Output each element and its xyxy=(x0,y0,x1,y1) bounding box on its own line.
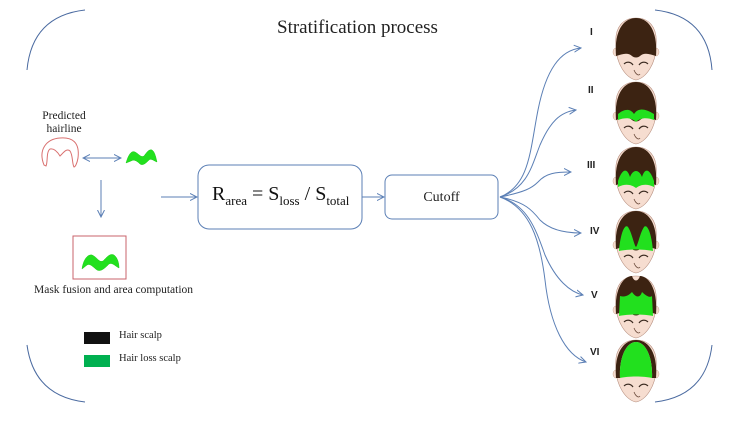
stage-label-3: III xyxy=(587,160,596,171)
nose-icon xyxy=(633,262,641,269)
nose-icon xyxy=(633,198,641,205)
eyebrow-left-icon xyxy=(623,383,634,388)
hair-loss-area xyxy=(618,170,654,188)
hair-icon xyxy=(615,18,657,58)
frame-corner-top-left xyxy=(26,9,86,71)
legend-label-hair-scalp: Hair scalp xyxy=(119,330,162,341)
cutoff-label: Cutoff xyxy=(423,189,460,205)
eyebrow-left-icon xyxy=(623,190,634,195)
stage-head-4 xyxy=(612,210,660,274)
hair-loss-area xyxy=(619,226,653,251)
branch-arrow-stage-4 xyxy=(499,196,581,233)
eyebrow-right-icon xyxy=(638,61,649,66)
green-mask-icon xyxy=(125,149,158,165)
stage-label-2: II xyxy=(588,85,594,96)
stage-heads xyxy=(612,17,660,403)
stage-head-6 xyxy=(612,339,660,403)
formula-den: S xyxy=(315,183,327,205)
hair-loss-area xyxy=(618,109,654,122)
nose-icon xyxy=(633,133,641,140)
branch-arrow-stage-5 xyxy=(499,196,583,295)
mask-fusion-caption: Mask fusion and area computation xyxy=(34,284,194,296)
hairline-outline-icon xyxy=(41,137,79,168)
stage-head-3 xyxy=(612,146,660,210)
eyebrow-left-icon xyxy=(623,125,634,130)
nose-icon xyxy=(633,327,641,334)
cutoff-box xyxy=(384,174,499,220)
formula-eq: = xyxy=(246,183,269,205)
nose-icon xyxy=(633,69,641,76)
branch-arrow-stage-3 xyxy=(499,172,571,198)
formula-sep: / xyxy=(299,183,316,205)
formula-den-sub: total xyxy=(326,193,350,208)
stage-label-5: V xyxy=(591,290,598,301)
eyebrow-left-icon xyxy=(623,319,634,324)
formula-lhs-sub: area xyxy=(225,193,247,208)
stage-label-4: IV xyxy=(590,226,600,237)
frame-border xyxy=(26,9,713,403)
fused-mask-icon xyxy=(81,254,120,271)
eyebrow-right-icon xyxy=(638,125,649,130)
stage-label-1: I xyxy=(590,27,593,38)
legend-swatch-hair-scalp xyxy=(84,332,110,344)
branch-arrow-stage-1 xyxy=(499,48,581,198)
predicted-hairline-label: Predicted hairline xyxy=(42,110,86,135)
branch-arrow-stage-2 xyxy=(499,110,576,198)
stage-label-6: VI xyxy=(590,347,600,358)
formula-lhs: R xyxy=(212,183,226,205)
eyebrow-right-icon xyxy=(638,254,649,259)
mask-fusion-box xyxy=(72,235,127,280)
frame-corner-bottom-left xyxy=(26,344,86,403)
hair-icon xyxy=(615,340,657,378)
frame-corner-top-right xyxy=(654,9,713,71)
formula-num-sub: loss xyxy=(279,193,300,208)
eyebrow-right-icon xyxy=(638,190,649,195)
diagram-title: Stratification process xyxy=(277,17,438,38)
branch-arrow-stage-6 xyxy=(499,196,586,362)
branch-arrows xyxy=(499,48,586,362)
eyebrow-left-icon xyxy=(623,254,634,259)
frame-corner-bottom-right xyxy=(654,344,713,403)
eyebrow-right-icon xyxy=(638,319,649,324)
formula-num: S xyxy=(268,183,280,205)
stage-head-1 xyxy=(612,17,660,81)
nose-icon xyxy=(633,391,641,398)
legend-label-hair-loss-scalp: Hair loss scalp xyxy=(119,353,181,364)
legend-swatch-hair-loss-scalp xyxy=(84,355,110,367)
hair-loss-area xyxy=(619,292,653,316)
area-ratio-formula: Rarea = Sloss / Stotal xyxy=(212,183,349,209)
hair-loss-area xyxy=(619,342,653,378)
stage-head-2 xyxy=(612,81,660,145)
eyebrow-left-icon xyxy=(623,61,634,66)
eyebrow-right-icon xyxy=(638,383,649,388)
stage-head-5 xyxy=(612,275,660,339)
